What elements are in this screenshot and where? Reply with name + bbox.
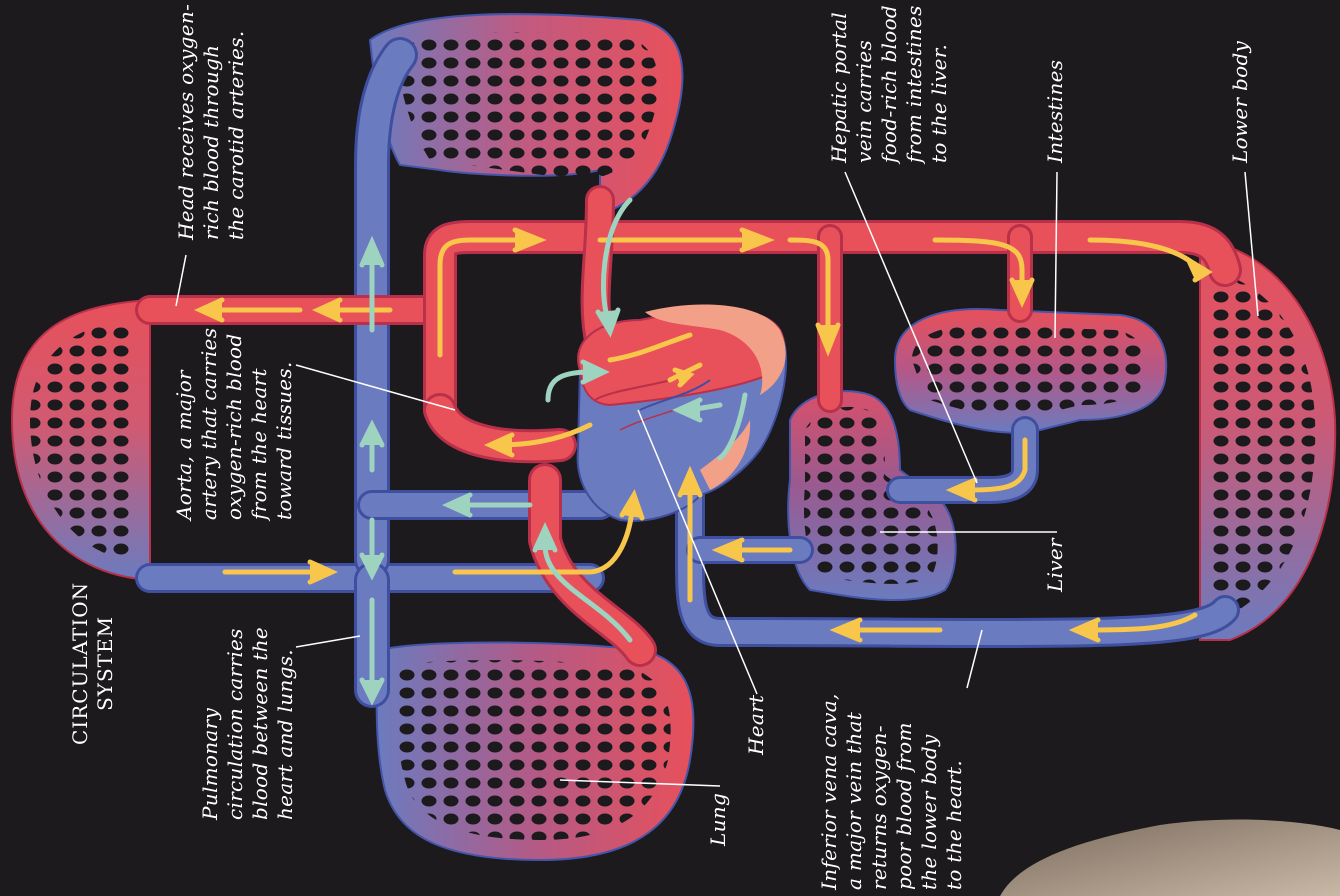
lower-body-capillary-bed	[1200, 240, 1335, 640]
label-head-line2: rich blood through	[199, 4, 224, 240]
label-hepatic-line3: food-rich blood	[877, 5, 902, 163]
label-aorta-line3: oxygen-rich blood	[222, 328, 247, 520]
lung-upper	[370, 14, 682, 215]
label-ivc-line3: returns oxygen-	[867, 693, 892, 890]
label-ivc-line6: to the heart.	[942, 693, 967, 890]
label-aorta-line1: Aorta, a major	[172, 328, 197, 520]
label-ivc-line2: a major vein that	[842, 693, 867, 890]
label-aorta-line2: artery that carries	[197, 328, 222, 520]
title-line1: CIRCULATION	[68, 582, 93, 745]
intestines-capillary-bed	[895, 309, 1166, 433]
label-pulmonary-line4: heart and lungs.	[273, 627, 298, 820]
label-liver-line1: Liver	[1043, 538, 1068, 592]
diagram-title: CIRCULATION SYSTEM	[68, 582, 118, 745]
lung-lower	[377, 643, 694, 861]
label-pulmonary-line2: circulation carries	[223, 627, 248, 820]
label-ivc-line5: the lower body	[917, 693, 942, 890]
label-lung-line1: Lung	[706, 793, 731, 846]
label-head: Head receives oxygen- rich blood through…	[174, 4, 249, 240]
label-hepatic-line1: Hepatic portal	[827, 5, 852, 163]
label-hepatic-line2: vein carries	[852, 5, 877, 163]
label-hepatic-line4: from intestines	[902, 5, 927, 163]
label-head-line3: the carotid arteries.	[224, 4, 249, 240]
portrait-photo	[1000, 820, 1340, 896]
label-aorta-line5: toward tissues.	[272, 328, 297, 520]
label-pulmonary-line1: Pulmonary	[198, 627, 223, 820]
title-line2: SYSTEM	[93, 582, 118, 745]
label-heart: Heart	[744, 695, 769, 755]
label-head-line1: Head receives oxygen-	[174, 4, 199, 240]
label-lung: Lung	[706, 793, 731, 846]
label-aorta: Aorta, a major artery that carries oxyge…	[172, 328, 297, 520]
label-ivc-line1: Inferior vena cava,	[817, 693, 842, 890]
head-capillary-bed	[12, 300, 150, 580]
label-aorta-line4: from the heart	[247, 328, 272, 520]
label-ivc-line4: poor blood from	[892, 693, 917, 890]
label-intestines-line1: Intestines	[1043, 60, 1068, 163]
label-inferior-vena-cava: Inferior vena cava, a major vein that re…	[817, 693, 967, 890]
label-liver: Liver	[1043, 538, 1068, 592]
label-lower-body-line1: Lower body	[1228, 41, 1253, 163]
label-heart-line1: Heart	[744, 695, 769, 755]
label-intestines: Intestines	[1043, 60, 1068, 163]
label-hepatic-portal-vein: Hepatic portal vein carries food-rich bl…	[827, 5, 952, 163]
label-pulmonary: Pulmonary circulation carries blood betw…	[198, 627, 298, 820]
label-pulmonary-line3: blood between the	[248, 627, 273, 820]
label-hepatic-line5: to the liver.	[927, 5, 952, 163]
label-lower-body: Lower body	[1228, 41, 1253, 163]
